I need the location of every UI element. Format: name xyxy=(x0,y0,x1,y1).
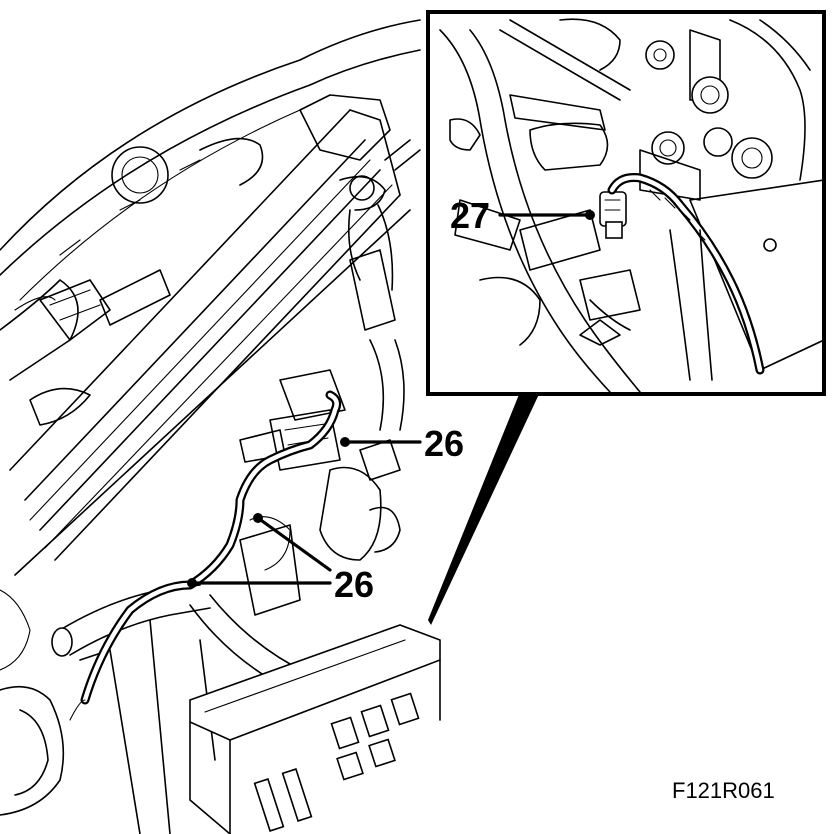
inset-detail xyxy=(426,10,826,625)
engine-bay-illustration xyxy=(0,19,441,834)
hose-upper xyxy=(349,249,396,331)
leader-dot-26-mid xyxy=(253,513,263,523)
callout-label-26-upper: 26 xyxy=(424,423,464,464)
leader-dot-26-lower xyxy=(187,578,197,588)
bolt-head xyxy=(691,76,729,114)
reservoir-cap xyxy=(111,146,169,204)
bracket-left xyxy=(39,279,111,341)
leader-dot-27 xyxy=(585,210,595,220)
callout-label-27: 27 xyxy=(450,195,490,236)
figure-id-label: F121R061 xyxy=(672,778,775,803)
inset-pointer xyxy=(428,392,540,625)
callout-label-26-lower: 26 xyxy=(334,564,374,605)
wiring-harness xyxy=(69,390,342,721)
leader-dot-26-upper xyxy=(340,437,350,447)
leader-line-26-mid xyxy=(256,516,332,572)
sensor-27 xyxy=(599,191,627,239)
fuse-box xyxy=(189,624,441,834)
